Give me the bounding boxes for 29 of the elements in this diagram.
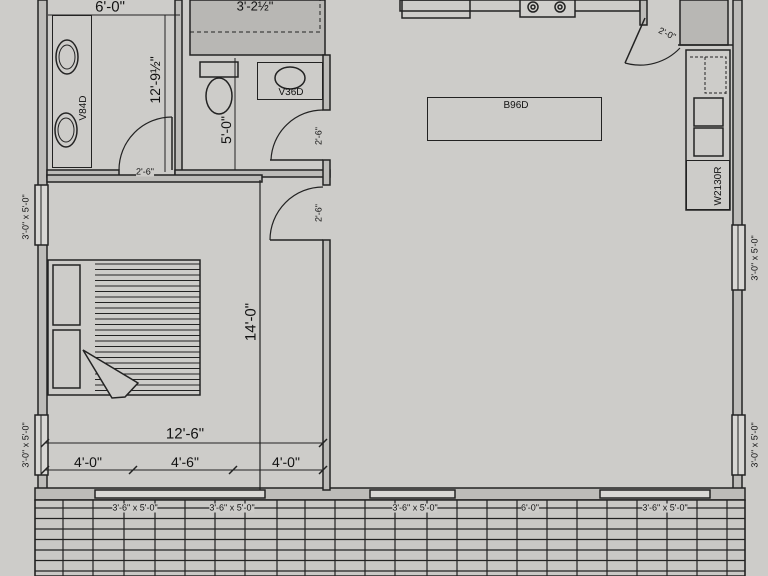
base-cabinet bbox=[686, 160, 730, 210]
window-label: 3'-0" x 5'-0" bbox=[750, 235, 760, 281]
dimension-label: 2'-6" bbox=[136, 168, 154, 176]
dimension-label: 12'-9½" bbox=[148, 56, 162, 104]
cabinet-code: V36D bbox=[278, 88, 304, 98]
dimension-label: 2'-6" bbox=[314, 204, 324, 222]
cabinet-code: V84D bbox=[79, 96, 89, 120]
cabinet-code: W2130R bbox=[714, 166, 724, 206]
dimension-label: 2'-6" bbox=[314, 127, 324, 145]
dimension-label: 4'-0" bbox=[272, 455, 300, 469]
window-label: 6'-0" bbox=[521, 504, 539, 512]
dimension-label: 12'-6" bbox=[166, 426, 204, 442]
window-label: 3'-6" x 5'-0" bbox=[112, 504, 158, 512]
dimension-label: 6'-0" bbox=[95, 0, 125, 14]
window-label: 3'-0" x 5'-0" bbox=[750, 422, 760, 468]
window-label: 3'-6" x 5'-0" bbox=[642, 504, 688, 512]
dimension-label: 4'-6" bbox=[171, 455, 199, 469]
dimension-label: 4'-0" bbox=[74, 455, 102, 469]
window-label: 3'-6" x 5'-0" bbox=[209, 504, 255, 512]
dimension-label: 14'-0" bbox=[244, 302, 258, 342]
dimension-label: 3'-2½" bbox=[236, 0, 274, 12]
vanity-cabinet bbox=[52, 15, 92, 168]
window-label: 3'-0" x 5'-0" bbox=[22, 422, 30, 468]
vanity-cabinet bbox=[257, 62, 323, 100]
window-label: 3'-0" x 5'-0" bbox=[22, 194, 30, 240]
window-label: 3'-6" x 5'-0" bbox=[392, 504, 438, 512]
dimension-label: 5'-0" bbox=[219, 116, 233, 144]
cabinet-code: B96D bbox=[504, 101, 528, 111]
island-counter bbox=[427, 97, 602, 141]
